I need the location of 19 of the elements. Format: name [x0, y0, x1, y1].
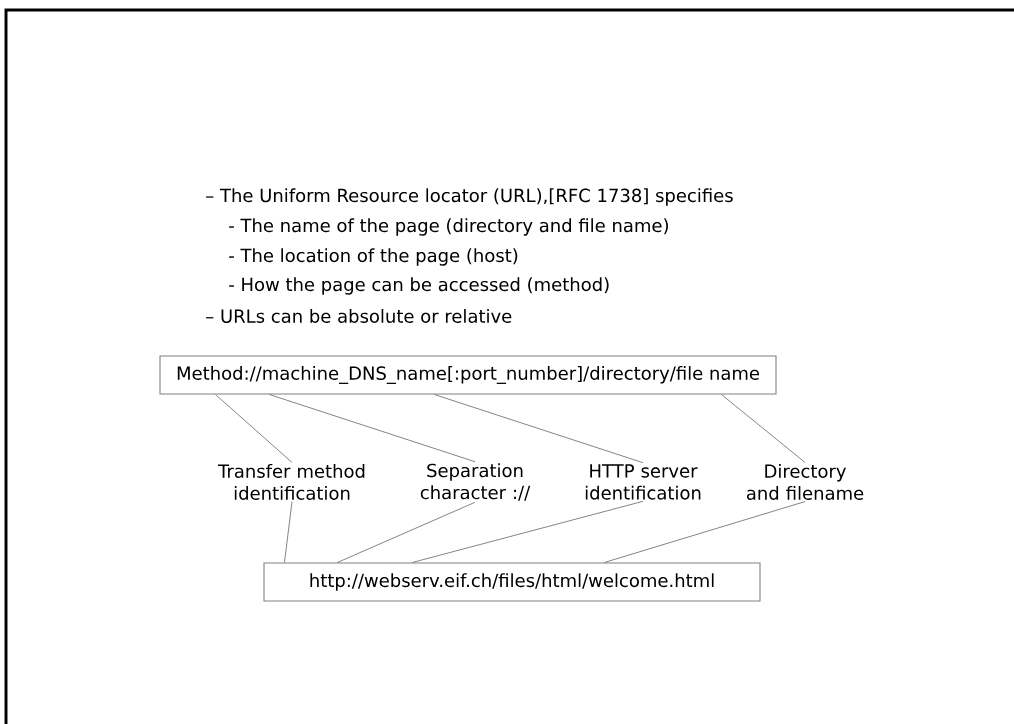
- annotation-text: Transfer method identification: [218, 464, 365, 500]
- bullet-text: - The name of the page (directory and file name): [229, 218, 668, 236]
- annotation-text: HTTP server identification: [585, 464, 701, 500]
- annotation-text: Separation character ://: [420, 463, 531, 501]
- leader-line: [434, 394, 644, 464]
- bullet-text: - The location of the page (host): [229, 248, 518, 266]
- leader-line: [337, 501, 476, 563]
- url-box: Method://machine_DNS_name[:port_number]/directory/file name: [159, 355, 777, 395]
- leader-line: [284, 501, 293, 563]
- leader-line: [412, 500, 644, 563]
- leader-line: [721, 394, 806, 463]
- bullet-text: – The Uniform Resource locator (URL),[RFC 1738] specifies: [206, 188, 733, 206]
- url-box: http://webserv.eif.ch/files/html/welcome.html: [263, 562, 761, 602]
- leader-line: [604, 501, 806, 563]
- leader-line: [269, 394, 476, 463]
- leader-line: [215, 394, 293, 463]
- annotation-text: Directory and filename: [746, 464, 864, 500]
- bullet-text: - How the page can be accessed (method): [229, 277, 609, 295]
- bullet-text: – URLs can be absolute or relative: [206, 309, 512, 323]
